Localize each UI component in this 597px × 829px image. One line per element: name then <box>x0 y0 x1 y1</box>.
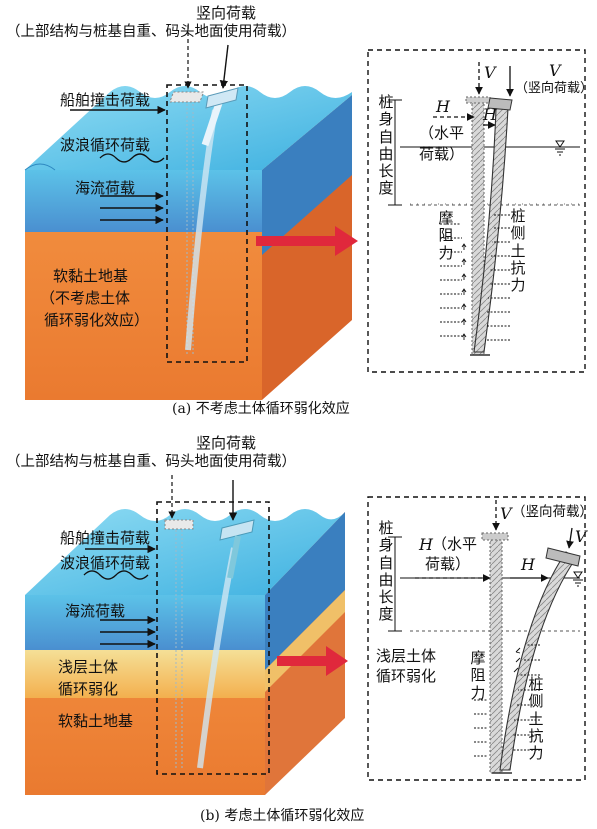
current-load-label-a: 海流荷载 <box>75 179 136 197</box>
vertical-load-label-a: 竖向荷载 <box>196 4 257 22</box>
ship-impact-label-a: 船舶撞击荷载 <box>60 91 151 109</box>
H-label-a-1: H <box>436 97 450 116</box>
free-length-label-a: 桩身自由长度 <box>378 93 394 198</box>
V-label-a-2: V <box>549 61 561 80</box>
H-label-b-1: H <box>419 535 433 554</box>
free-length-label-b: 桩身自由长度 <box>378 519 394 624</box>
shallow-soil-right-b-1: 浅层土体 <box>376 647 437 665</box>
red-arrow-a <box>256 226 358 256</box>
caption-a: (a) 不考虑土体循环弱化效应 <box>172 401 350 417</box>
shallow-soil-right-b-2: 循环弱化 <box>376 667 437 685</box>
caption-b: (b) 考虑土体循环弱化效应 <box>200 808 365 824</box>
pile-region-box-a <box>166 84 248 363</box>
panel-b-block <box>25 509 345 795</box>
lateral-resistance-label-a: 桩侧土抗力 <box>510 207 526 294</box>
vertical-load-note-b: （上部结构与桩基自重、码头地面使用荷载） <box>6 454 296 470</box>
wave-load-label-b: 波浪循环荷载 <box>60 554 151 572</box>
V-note-b: （竖向荷载） <box>512 504 593 520</box>
friction-label-b: 摩阻力 <box>470 649 486 702</box>
H-note-b-1: （水平 <box>432 535 478 553</box>
soft-soil-label-a-3: 循环弱化效应） <box>44 311 150 329</box>
H-note-b-2: 荷载） <box>425 555 471 573</box>
V-note-a: （竖向荷载） <box>515 81 594 96</box>
H-note-a-1: （水平 <box>419 124 465 142</box>
shallow-soil-label-b-2: 循环弱化 <box>58 680 119 698</box>
H-label-b-2: H <box>521 555 535 574</box>
pile-region-box-b <box>156 501 270 775</box>
V-label-a-1: V <box>484 63 496 82</box>
V-label-b-2: V <box>575 527 587 546</box>
soft-soil-label-a-1: 软黏土地基 <box>53 267 129 285</box>
red-arrow-b <box>277 646 348 676</box>
current-load-label-b: 海流荷载 <box>65 602 126 620</box>
shallow-soil-label-b-1: 浅层土体 <box>58 658 119 676</box>
wave-load-label-a: 波浪循环荷载 <box>60 136 151 154</box>
detail-box-a <box>367 49 586 373</box>
V-label-b-1: V <box>500 504 512 523</box>
vertical-load-label-b: 竖向荷载 <box>196 434 257 452</box>
H-label-a-2: H <box>483 105 497 124</box>
soft-soil-label-b: 软黏土地基 <box>58 712 134 730</box>
ship-impact-label-b: 船舶撞击荷载 <box>60 529 151 547</box>
vertical-load-note-a: （上部结构与桩基自重、码头地面使用荷载） <box>6 24 296 40</box>
lateral-resistance-label-b: 桩侧土抗力 <box>528 675 544 762</box>
soft-soil-label-a-2: （不考虑土体 <box>40 289 131 307</box>
detail-box-b <box>367 496 586 781</box>
H-note-a-2: 荷载） <box>419 145 465 163</box>
friction-label-a: 摩阻力 <box>438 209 454 262</box>
